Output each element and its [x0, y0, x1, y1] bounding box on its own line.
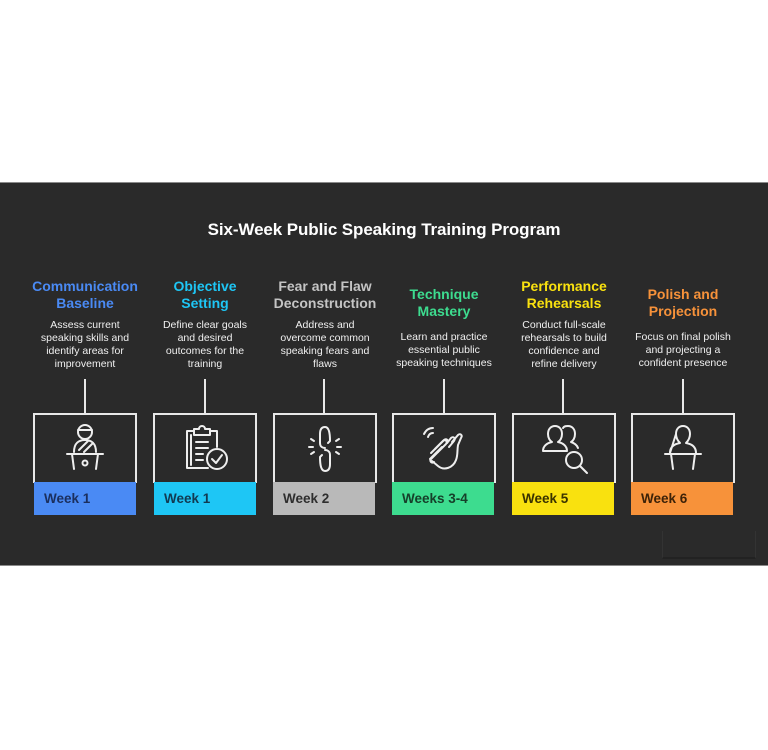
- heading-line: Objective: [173, 278, 237, 294]
- description-line: Address and: [295, 319, 355, 331]
- icon-frame: [153, 413, 257, 483]
- week-label: Week 1: [34, 482, 136, 515]
- icon-frame: [273, 413, 377, 483]
- heading-line: Deconstruction: [273, 295, 377, 311]
- connector-line: [562, 379, 564, 414]
- description-line: rehearsals to build: [521, 332, 607, 344]
- presenter-at-podium-icon: [66, 424, 104, 470]
- stage-description: Address and overcome common speaking fea…: [261, 319, 389, 371]
- week-label: Week 6: [631, 482, 733, 515]
- stage-heading: Technique Mastery: [376, 286, 512, 320]
- stage-description: Conduct full-scale rehearsals to build c…: [500, 319, 628, 371]
- stage-heading: Communication Baseline: [17, 278, 153, 312]
- connector-line: [204, 379, 206, 414]
- description-line: and desired: [177, 332, 233, 344]
- connector-line: [84, 379, 86, 414]
- description-line: speaking fears and: [280, 345, 370, 357]
- stage-objective-setting: Objective Setting Define clear goals and…: [145, 183, 265, 567]
- stage-fear-and-flaw-deconstruction: Fear and Flaw Deconstruction Address and…: [265, 183, 385, 567]
- heading-line: Technique: [409, 286, 479, 302]
- audience-search-icon: [542, 425, 588, 474]
- speaker-at-lectern-icon: [664, 425, 702, 470]
- heading-line: Rehearsals: [526, 295, 602, 311]
- stage-heading: Polish and Projection: [615, 286, 751, 320]
- faint-overlay-box: [662, 531, 756, 559]
- stage-heading: Fear and Flaw Deconstruction: [257, 278, 393, 312]
- description-line: speaking techniques: [396, 357, 492, 369]
- description-line: improvement: [54, 358, 116, 370]
- description-line: speaking skills and: [40, 332, 130, 344]
- icon-frame: [33, 413, 137, 483]
- diagram-panel: Six-Week Public Speaking Training Progra…: [0, 182, 768, 566]
- stage-polish-and-projection: Polish and Projection Focus on final pol…: [623, 183, 743, 567]
- stage-description: Focus on final polish and projecting a c…: [619, 331, 747, 370]
- heading-line: Communication: [32, 278, 138, 294]
- stage-heading: Performance Rehearsals: [496, 278, 632, 312]
- heading-line: Performance: [521, 278, 607, 294]
- heading-line: Baseline: [56, 295, 114, 311]
- icon-frame: [512, 413, 616, 483]
- description-line: refine delivery: [531, 358, 597, 370]
- week-label: Week 2: [273, 482, 375, 515]
- icon-frame: [631, 413, 735, 483]
- description-line: Assess current: [50, 319, 120, 331]
- description-line: and projecting a: [645, 344, 721, 356]
- description-line: Conduct full-scale: [522, 319, 606, 331]
- description-line: confident presence: [638, 357, 728, 369]
- stage-performance-rehearsals: Performance Rehearsals Conduct full-scal…: [504, 183, 624, 567]
- connector-line: [443, 379, 445, 414]
- stage-communication-baseline: Communication Baseline Assess current sp…: [25, 183, 145, 567]
- description-line: confidence and: [528, 345, 600, 357]
- stage-description: Define clear goals and desired outcomes …: [141, 319, 269, 371]
- description-line: Define clear goals: [162, 319, 248, 331]
- heading-line: Mastery: [417, 303, 471, 319]
- week-label: Week 1: [154, 482, 256, 515]
- description-line: overcome common: [280, 332, 370, 344]
- icon-frame: [392, 413, 496, 483]
- heading-line: Projection: [648, 303, 718, 319]
- description-line: Focus on final polish: [635, 331, 731, 343]
- description-line: Learn and practice: [400, 331, 488, 343]
- connector-line: [323, 379, 325, 414]
- broken-link-icon: [308, 426, 342, 472]
- description-line: flaws: [313, 358, 337, 370]
- clipboard-check-icon: [186, 425, 228, 470]
- heading-line: Setting: [181, 295, 229, 311]
- stage-description: Assess current speaking skills and ident…: [21, 319, 149, 371]
- waving-hand-icon: [423, 427, 463, 470]
- connector-line: [682, 379, 684, 414]
- stage-description: Learn and practice essential public spea…: [380, 331, 508, 370]
- stage-heading: Objective Setting: [137, 278, 273, 312]
- description-line: identify areas for: [46, 345, 124, 357]
- week-label: Weeks 3-4: [392, 482, 494, 515]
- description-line: essential public: [408, 344, 480, 356]
- heading-line: Fear and Flaw: [278, 278, 372, 294]
- heading-line: Polish and: [647, 286, 719, 302]
- stage-technique-mastery: Technique Mastery Learn and practice ess…: [384, 183, 504, 567]
- week-label: Week 5: [512, 482, 614, 515]
- description-line: outcomes for the: [165, 345, 245, 357]
- description-line: training: [187, 358, 223, 370]
- diagram-title: Six-Week Public Speaking Training Progra…: [207, 220, 561, 239]
